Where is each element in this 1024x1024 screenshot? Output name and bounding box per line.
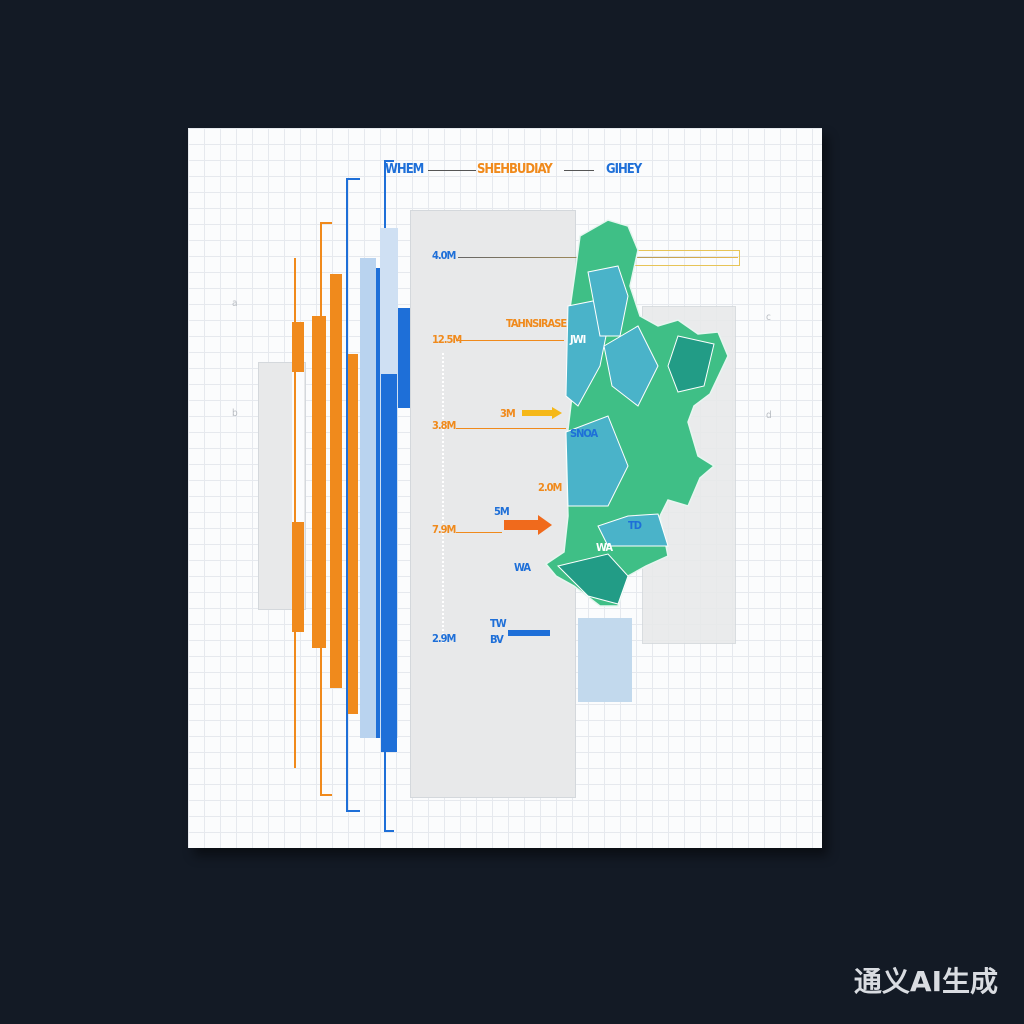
- header-right: GIHEY: [606, 162, 642, 177]
- value-label: 12.5M: [432, 333, 462, 346]
- map-label: BV: [490, 633, 504, 646]
- leader-line: [456, 428, 566, 429]
- header-left: WHEM: [385, 162, 424, 177]
- map-label: 3M: [500, 407, 516, 420]
- bar-orange: [312, 316, 326, 648]
- watermark: 通义AI生成: [853, 965, 998, 998]
- dotted-guide: [442, 353, 444, 643]
- bar-outline: [294, 258, 298, 768]
- faint-text: c: [766, 312, 771, 323]
- bar-light-blue: [360, 258, 376, 738]
- value-label: 4.0M: [432, 249, 456, 262]
- bar-orange: [346, 354, 358, 714]
- map-label: 5M: [494, 505, 510, 518]
- header-center: SHEHBUDIAY: [477, 162, 553, 177]
- map-region-label: TD: [628, 519, 642, 532]
- map-region-teal: [565, 415, 629, 507]
- value-label: 3.8M: [432, 419, 456, 432]
- arrow-head: [538, 515, 552, 535]
- map-region-dark: [557, 553, 629, 605]
- arrow-head: [552, 407, 562, 419]
- bar-orange: [330, 274, 342, 688]
- faint-text: a: [232, 298, 238, 309]
- map-label: TW: [490, 617, 507, 630]
- bar-outline: [320, 222, 332, 796]
- map-region-teal: [587, 265, 629, 337]
- arrow-yellow: [522, 410, 552, 416]
- faint-text: d: [766, 410, 772, 421]
- arrow-blue: [508, 630, 550, 636]
- map-label: 2.0M: [538, 481, 562, 494]
- value-label: 2.9M: [432, 632, 456, 645]
- map-label: TAHNSIRASE: [506, 317, 567, 330]
- map-region-label: JWI: [570, 333, 586, 346]
- region-map: [544, 219, 729, 607]
- arrow-orange: [504, 520, 538, 530]
- header-connector: [564, 170, 594, 171]
- leader-line: [456, 532, 502, 533]
- bar-blue: [381, 374, 397, 752]
- bar-outline: [346, 178, 360, 812]
- map-region-label: WA: [596, 541, 613, 554]
- map-outline: [544, 219, 729, 607]
- leader-line: [456, 340, 564, 341]
- header-connector: [428, 170, 476, 171]
- map-region-teal: [597, 513, 669, 547]
- bar-blue: [398, 308, 410, 408]
- map-label: WA: [514, 561, 531, 574]
- infographic-panel: WHEM SHEHBUDIAY GIHEY 4.0M 12.5M 3.8M 7.…: [188, 128, 822, 848]
- faint-text: b: [232, 408, 238, 419]
- map-region-label: SNOA: [570, 427, 598, 440]
- map-region-teal: [603, 325, 659, 407]
- value-label: 7.9M: [432, 523, 456, 536]
- map-region-dark: [667, 335, 715, 393]
- shadow-block: [578, 618, 632, 702]
